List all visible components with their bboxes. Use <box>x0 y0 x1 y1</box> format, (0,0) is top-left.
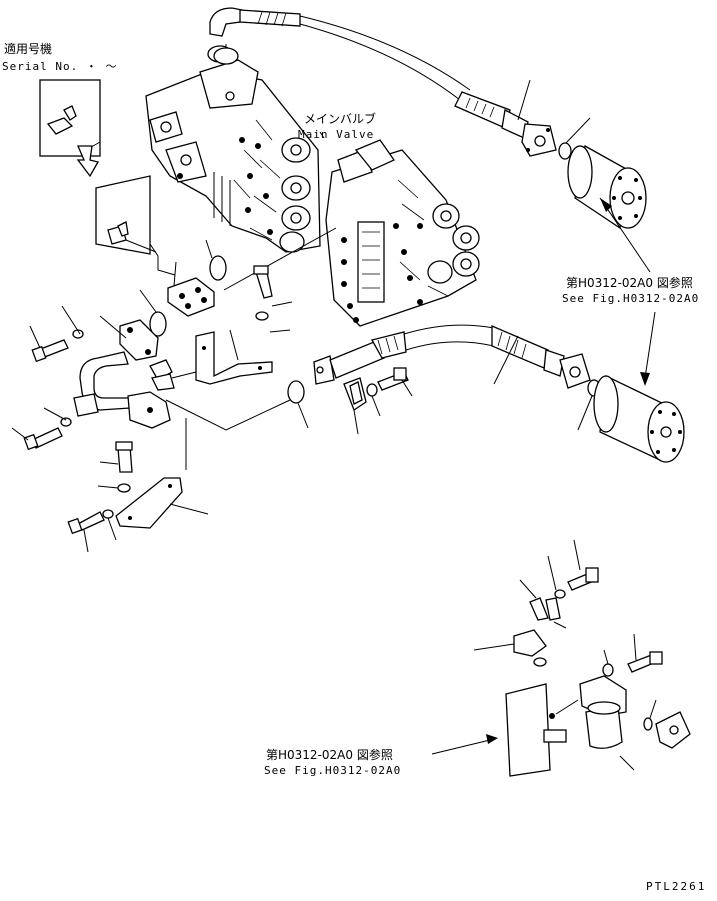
upper-cylinder <box>567 144 647 230</box>
lower-cylinder <box>593 375 685 463</box>
ref-upper-en: See Fig.H0312-02A0 <box>562 292 700 305</box>
main-valve-label-en: Main Valve <box>298 128 375 141</box>
bolt-lowest <box>67 509 114 535</box>
bracket <box>195 331 273 385</box>
top-hose <box>209 7 557 157</box>
ref-lower-en: See Fig.H0312-02A0 <box>264 764 402 777</box>
filter-assembly <box>505 675 627 777</box>
serial-label-en: Serial No. ・ ～ <box>2 60 118 73</box>
elbow-fitting <box>643 711 691 749</box>
bolt-left-lower <box>23 417 72 451</box>
serial-label-jp: 適用号機 <box>4 42 53 56</box>
ref-lower-jp: 第H0312-02A0 図参照 <box>266 748 393 762</box>
bolt-mid-upper <box>253 265 273 321</box>
fitting-detail-box <box>95 175 151 255</box>
drawing-code: PTL2261 <box>646 880 707 893</box>
bolt-left-upper <box>31 329 84 363</box>
main-valve-left <box>145 45 321 253</box>
main-valve-label-jp: メインバルブ <box>304 112 377 126</box>
clamp-lower <box>73 393 99 417</box>
o-ring <box>558 142 572 160</box>
ref-upper-jp: 第H0312-02A0 図参照 <box>566 276 693 290</box>
junction-block <box>167 277 215 317</box>
lower-bracket <box>115 477 183 529</box>
sensor <box>513 597 561 657</box>
main-valve-right <box>325 139 480 327</box>
lower-hose <box>313 324 591 389</box>
bolt-bracket-lower <box>115 441 133 493</box>
